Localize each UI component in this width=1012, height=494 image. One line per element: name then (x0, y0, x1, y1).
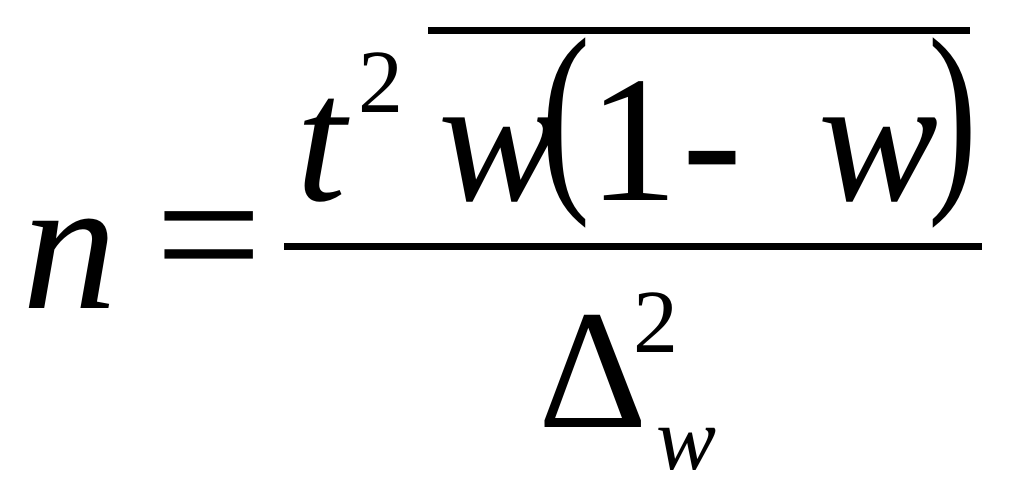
delta-symbol: Δ (538, 276, 648, 464)
variable-t: t (296, 40, 347, 239)
equals-sign: = (155, 130, 263, 340)
fraction-bar (284, 243, 982, 250)
square-root-overline (428, 27, 970, 34)
delta-subscript: w (656, 390, 717, 489)
minus-sign: - (682, 40, 742, 239)
variable-w: w (438, 40, 559, 239)
t-exponent: 2 (358, 33, 403, 132)
variable-n: n (22, 140, 117, 350)
open-parenthesis: ( (541, 0, 590, 229)
delta-exponent: 2 (633, 273, 678, 372)
close-parenthesis: ) (928, 0, 977, 229)
variable-w-inner: w (818, 40, 939, 239)
number-one: 1 (588, 40, 678, 239)
